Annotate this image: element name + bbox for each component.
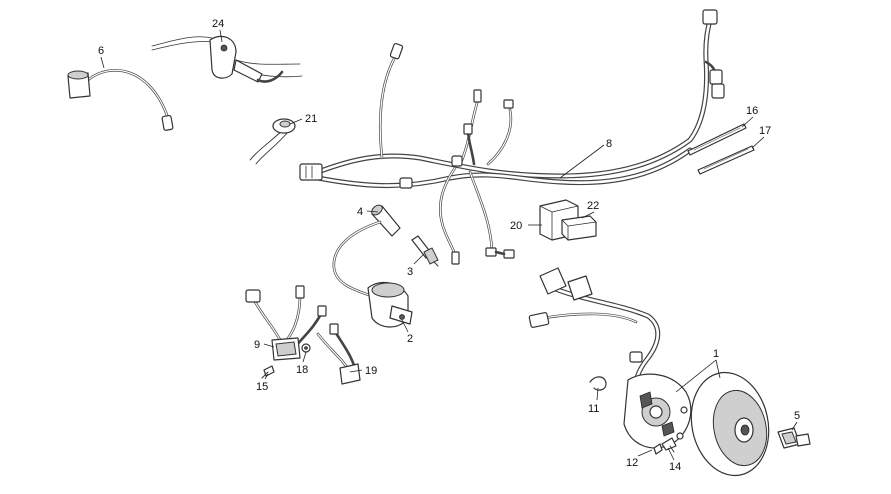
callout-21: 21 bbox=[305, 113, 317, 125]
callout-19: 19 bbox=[365, 365, 377, 377]
callout-2: 2 bbox=[407, 333, 413, 345]
callout-9: 9 bbox=[254, 339, 260, 351]
part-6-cap-cable bbox=[67, 68, 174, 131]
part-14-screw bbox=[661, 437, 677, 453]
part-8-main-harness bbox=[299, 9, 725, 265]
callout-15: 15 bbox=[256, 381, 268, 393]
part-21-button bbox=[249, 118, 296, 165]
callouts: 6 24 21 8 16 17 20 22 4 3 2 9 18 19 15 1… bbox=[98, 18, 800, 473]
part-17-cable-tie bbox=[697, 145, 755, 175]
part-22-rubber-mount bbox=[561, 215, 597, 241]
callout-3: 3 bbox=[407, 266, 413, 278]
callout-24: 24 bbox=[212, 18, 224, 30]
callout-8: 8 bbox=[606, 138, 612, 150]
part-1-flywheel bbox=[690, 371, 770, 477]
callout-22: 22 bbox=[587, 200, 599, 212]
part-12-screw bbox=[653, 443, 663, 455]
part-4-spark-plug-cap bbox=[371, 204, 401, 237]
callout-1: 1 bbox=[713, 348, 719, 360]
callout-20: 20 bbox=[510, 220, 522, 232]
small-screws-stator bbox=[676, 406, 688, 440]
callout-11: 11 bbox=[588, 403, 599, 415]
part-9-voltage-regulator bbox=[245, 285, 327, 361]
part-19-sensor-lead bbox=[316, 323, 361, 385]
leader-lines bbox=[100, 29, 798, 461]
callout-5: 5 bbox=[794, 410, 800, 422]
callout-18: 18 bbox=[296, 364, 308, 376]
callout-17: 17 bbox=[759, 125, 771, 137]
part-2-ignition-coil bbox=[332, 220, 413, 328]
callout-12: 12 bbox=[626, 457, 638, 469]
callout-4: 4 bbox=[357, 206, 363, 218]
callout-6: 6 bbox=[98, 45, 104, 57]
part-16-cable-tie bbox=[687, 123, 747, 156]
part-1-stator-wiring bbox=[528, 267, 661, 395]
part-1-stator-plate bbox=[623, 373, 692, 449]
part-15-screw bbox=[261, 365, 275, 379]
callout-16: 16 bbox=[746, 105, 758, 117]
part-5-sender bbox=[777, 427, 811, 449]
part-18-bolt bbox=[301, 343, 311, 353]
part-3-spark-plug bbox=[411, 235, 439, 267]
part-24-handlebar-switch bbox=[151, 35, 303, 83]
callout-14: 14 bbox=[669, 461, 681, 473]
